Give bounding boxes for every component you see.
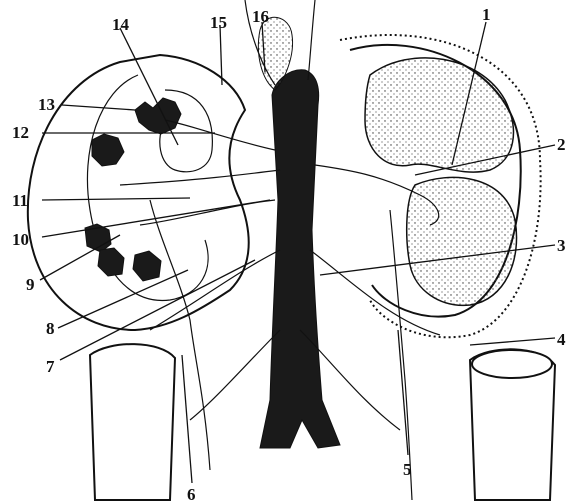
callout-12: 12 — [12, 123, 29, 142]
callout-14: 14 — [112, 15, 130, 34]
callout-1: 1 — [482, 5, 491, 24]
callout-5: 5 — [403, 460, 412, 479]
callout-13: 13 — [38, 95, 55, 114]
central-vessel — [258, 17, 340, 448]
left-clusters — [85, 98, 181, 281]
callout-2: 2 — [557, 135, 566, 154]
callout-3: 3 — [557, 236, 566, 255]
callout-16: 16 — [252, 7, 269, 26]
callout-6: 6 — [187, 485, 196, 504]
callout-7: 7 — [46, 357, 55, 376]
callout-4: 4 — [557, 330, 566, 349]
callout-15: 15 — [210, 13, 227, 32]
callout-11: 11 — [12, 191, 28, 210]
callout-8: 8 — [46, 319, 55, 338]
callout-10: 10 — [12, 230, 29, 249]
right-kidney — [340, 35, 541, 337]
callout-9: 9 — [26, 275, 35, 294]
